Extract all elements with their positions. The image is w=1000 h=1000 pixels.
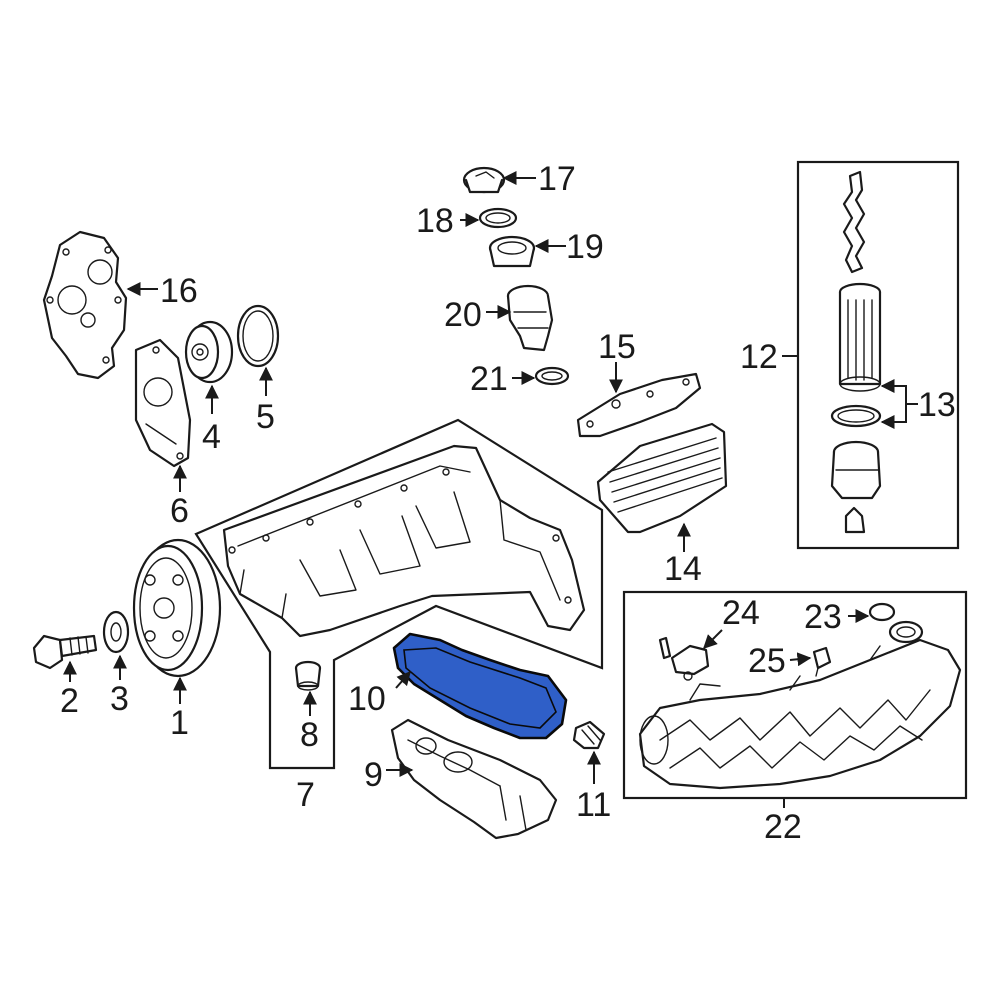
part-19-filler-adapter[interactable] <box>488 235 536 268</box>
part-15-cooler-gasket[interactable] <box>576 372 702 438</box>
leader-24 <box>703 629 723 649</box>
part-17-filler-cap[interactable] <box>462 166 506 194</box>
part-7-upper-oil-pan[interactable] <box>222 444 586 638</box>
callout-4[interactable]: 4 <box>202 418 221 456</box>
callout-21[interactable]: 21 <box>470 360 508 398</box>
part-13-o-ring[interactable] <box>830 404 882 428</box>
callout-8[interactable]: 8 <box>300 716 319 754</box>
part-22-intake-manifold[interactable] <box>638 638 962 790</box>
part-5-o-ring[interactable] <box>236 304 280 368</box>
callout-25[interactable]: 25 <box>748 642 786 680</box>
part-14-oil-cooler[interactable] <box>596 422 728 534</box>
part-4-pulley[interactable] <box>184 320 234 384</box>
part-20-filler-tube[interactable] <box>506 284 554 352</box>
part-12-filter-housing[interactable] <box>830 440 882 500</box>
part-21-o-ring[interactable] <box>534 366 570 386</box>
part-6-cover-gasket[interactable] <box>134 338 192 468</box>
part-8-plug[interactable] <box>294 660 322 691</box>
callout-7[interactable]: 7 <box>296 776 315 814</box>
intake-group-box <box>622 590 968 800</box>
callout-1[interactable]: 1 <box>170 704 189 742</box>
part-12-filter-spring[interactable] <box>842 170 866 274</box>
callout-10[interactable]: 10 <box>348 680 386 718</box>
callout-19[interactable]: 19 <box>566 228 604 266</box>
callout-12[interactable]: 12 <box>740 338 778 376</box>
callout-24[interactable]: 24 <box>722 594 760 632</box>
leader-10 <box>395 670 411 689</box>
callout-14[interactable]: 14 <box>664 550 702 588</box>
oil-pan-group-outline <box>194 418 604 770</box>
part-9-lower-oil-pan[interactable] <box>390 718 558 840</box>
leader-13 <box>882 385 907 423</box>
part-25-sensor[interactable] <box>812 646 832 677</box>
part-11-drain-plug[interactable] <box>572 720 606 750</box>
part-1-flywheel[interactable] <box>132 538 222 678</box>
part-16-timing-cover[interactable] <box>42 230 128 380</box>
leader-25 <box>789 652 812 667</box>
part-10-oil-pan-gasket[interactable] <box>392 632 568 740</box>
part-13-filter-element[interactable] <box>838 282 882 392</box>
callout-6[interactable]: 6 <box>170 492 189 530</box>
part-24-sensor[interactable] <box>658 636 710 681</box>
callout-11[interactable]: 11 <box>576 786 611 824</box>
callout-5[interactable]: 5 <box>256 398 275 436</box>
part-18-seal-ring[interactable] <box>478 207 518 229</box>
callout-18[interactable]: 18 <box>416 202 454 240</box>
part-12-filter-drain[interactable] <box>844 506 866 534</box>
callout-23[interactable]: 23 <box>804 598 842 636</box>
callout-22[interactable]: 22 <box>764 808 802 846</box>
part-3-washer[interactable] <box>102 610 130 654</box>
callout-13[interactable]: 13 <box>918 386 956 424</box>
part-2-bolt[interactable] <box>32 634 98 670</box>
callout-2[interactable]: 2 <box>60 682 79 720</box>
callout-17[interactable]: 17 <box>538 160 576 198</box>
callout-15[interactable]: 15 <box>598 328 636 366</box>
callout-20[interactable]: 20 <box>444 296 482 334</box>
callout-3[interactable]: 3 <box>110 680 129 718</box>
callout-9[interactable]: 9 <box>364 756 383 794</box>
part-23-gasket[interactable] <box>868 602 924 644</box>
callout-16[interactable]: 16 <box>160 272 198 310</box>
